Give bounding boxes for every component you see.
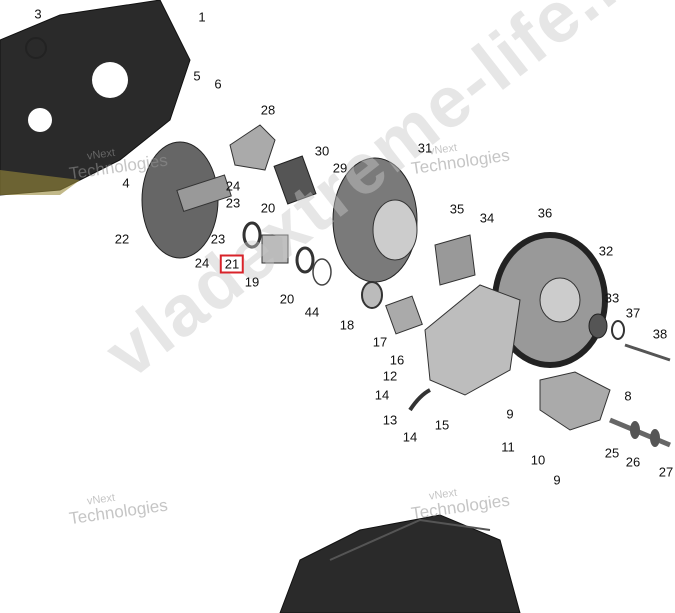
part-label: 11 bbox=[501, 439, 515, 455]
part-label: 38 bbox=[652, 326, 668, 342]
part-label: 1 bbox=[198, 9, 206, 25]
part-label: 33 bbox=[604, 290, 620, 306]
part-label: 18 bbox=[339, 317, 355, 333]
part-label: 31 bbox=[417, 140, 433, 156]
lower-cover-part bbox=[279, 514, 521, 613]
part-label: 22 bbox=[114, 231, 130, 247]
part-label: 20 bbox=[260, 200, 276, 216]
part-label: 20 bbox=[279, 291, 295, 307]
part-label: 24 bbox=[225, 178, 241, 194]
part-label: 12 bbox=[382, 368, 398, 384]
highlighted-part-label[interactable]: 21 bbox=[219, 254, 245, 274]
part-label: 9 bbox=[506, 406, 514, 422]
part-label: 14 bbox=[402, 429, 418, 445]
part-label: 29 bbox=[332, 160, 348, 176]
part-label: 30 bbox=[314, 143, 330, 159]
part-label: 23 bbox=[225, 195, 241, 211]
part-label: 17 bbox=[372, 334, 388, 350]
part-label: 36 bbox=[537, 205, 553, 221]
part-label: 27 bbox=[658, 464, 674, 480]
part-label: 16 bbox=[389, 352, 405, 368]
part-label: 9 bbox=[553, 472, 561, 488]
part-label: 13 bbox=[382, 412, 398, 428]
part-label: 35 bbox=[449, 201, 465, 217]
part-label: 24 bbox=[194, 255, 210, 271]
part-label: 34 bbox=[479, 210, 495, 226]
part-label: 28 bbox=[260, 102, 276, 118]
part-label: 44 bbox=[304, 304, 320, 320]
part-label: 23 bbox=[210, 231, 226, 247]
part-label: 15 bbox=[434, 417, 450, 433]
part-label: 3 bbox=[34, 6, 42, 22]
part-label: 5 bbox=[193, 68, 201, 84]
part-label: 25 bbox=[604, 445, 620, 461]
part-label: 8 bbox=[624, 388, 632, 404]
part-label: 37 bbox=[625, 305, 641, 321]
o-ring-part bbox=[25, 37, 47, 59]
part-label: 26 bbox=[625, 454, 641, 470]
part-label: 10 bbox=[530, 452, 546, 468]
part-label: 32 bbox=[598, 243, 614, 259]
part-label: 4 bbox=[122, 175, 130, 191]
part-label: 19 bbox=[244, 274, 260, 290]
part-label: 6 bbox=[214, 76, 222, 92]
part-label: 14 bbox=[374, 387, 390, 403]
